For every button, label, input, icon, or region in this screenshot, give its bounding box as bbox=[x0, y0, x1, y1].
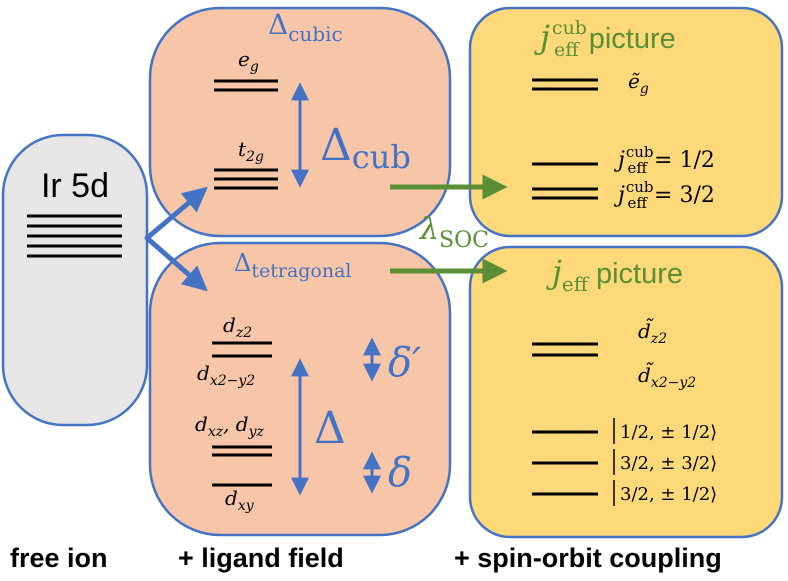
soc-arrows bbox=[390, 174, 508, 284]
free-ion-box bbox=[1, 133, 149, 427]
jeff-threehalf-levels bbox=[532, 187, 598, 200]
dxz-dyz-levels bbox=[212, 445, 272, 457]
ket-threehalf-half-label: 3/2, ± 1/2⟩ bbox=[620, 484, 717, 505]
dz2-dx2y2-levels bbox=[212, 341, 272, 358]
dxz-dyz-label: dxz, dyz bbox=[195, 412, 265, 440]
delta-prime-label: δ′ bbox=[388, 340, 421, 386]
soc-label: λSOC bbox=[419, 212, 489, 253]
delta-label: δ bbox=[388, 450, 412, 496]
cubic-gap-label: Δcub bbox=[320, 120, 411, 176]
dz2-label: dz2 bbox=[223, 313, 252, 341]
ket-threehalf-threehalf-label: 3/2, ± 3/2⟩ bbox=[620, 453, 717, 474]
footer-free-ion: free ion bbox=[10, 543, 108, 573]
eg-label: eg bbox=[238, 47, 259, 75]
dx2y2-label: dx2−y2 bbox=[197, 361, 255, 389]
tilde-dz2-label: d̃z2 bbox=[638, 317, 667, 347]
tetragonal-title: Δtetragonal bbox=[234, 249, 352, 282]
dxy-label: dxy bbox=[225, 486, 255, 514]
tetragonal-soc-d-levels bbox=[532, 342, 598, 357]
tilde-dx2y2-label: d̃x2−y2 bbox=[638, 361, 696, 391]
footer-ligand-field: + ligand field bbox=[178, 543, 344, 573]
footer-spin-orbit: + spin-orbit coupling bbox=[454, 543, 722, 573]
free-ion-label: Ir 5d bbox=[41, 167, 109, 205]
t2g-levels bbox=[214, 168, 278, 190]
cubic-soc-eg-label: ẽg bbox=[628, 69, 649, 97]
ket-half-label: 1/2, ± 1/2⟩ bbox=[620, 422, 717, 443]
cubic-title: Δcubic bbox=[268, 8, 343, 46]
split-arrows bbox=[144, 186, 208, 292]
tetragonal-gap-label: Δ bbox=[314, 403, 346, 454]
t2g-label: t2g bbox=[238, 137, 264, 165]
cubic-soc-box bbox=[468, 6, 784, 238]
eg-levels bbox=[214, 79, 278, 92]
free-ion-levels bbox=[27, 214, 122, 258]
cubic-soc-eg-levels bbox=[532, 78, 598, 91]
